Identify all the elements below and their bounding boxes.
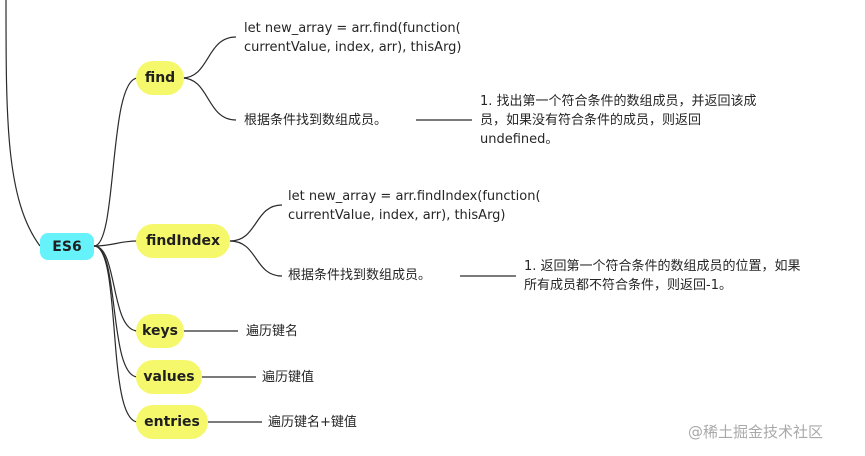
connector-root-find xyxy=(93,77,139,247)
branch-node-entries[interactable]: entries xyxy=(136,405,208,439)
connector-find-desc xyxy=(181,77,237,121)
branch-node-find[interactable]: find xyxy=(136,61,184,95)
findindex-note-line-2: 所有成员都不符合条件，则返回-1。 xyxy=(524,278,732,293)
find-syntax-line-1: let new_array = arr.find(function( xyxy=(244,21,461,36)
branch-entries-label: entries xyxy=(144,414,200,430)
branch-node-values[interactable]: values xyxy=(136,360,202,394)
entries-desc: 遍历键名+键值 xyxy=(268,415,357,430)
find-note-line-3: undefined。 xyxy=(480,132,559,147)
branch-node-keys[interactable]: keys xyxy=(136,314,184,348)
connector-find-syntax xyxy=(181,36,237,79)
find-note-line-2: 员，如果没有符合条件的成员，则返回 xyxy=(480,113,702,128)
branch-findindex-label: findIndex xyxy=(145,233,221,249)
branch-keys-label: keys xyxy=(142,323,178,339)
findindex-note: 1. 返回第一个符合条件的数组成员的位置，如果 所有成员都不符合条件，则返回-1… xyxy=(524,257,801,295)
findindex-syntax-line-1: let new_array = arr.findIndex(function( xyxy=(288,189,541,204)
connector-root-keys xyxy=(93,245,139,332)
root-upper-connector xyxy=(5,0,41,247)
findindex-note-line-1: 1. 返回第一个符合条件的数组成员的位置，如果 xyxy=(524,259,801,274)
connector-root-entries xyxy=(93,245,139,423)
root-node-label: ES6 xyxy=(52,238,82,255)
branch-node-findindex[interactable]: findIndex xyxy=(136,224,230,258)
find-note: 1. 找出第一个符合条件的数组成员，并返回该成 员，如果没有符合条件的成员，则返… xyxy=(480,92,757,149)
findindex-syntax-line-2: currentValue, index, arr), thisArg) xyxy=(288,208,506,223)
connector-root-findindex xyxy=(93,240,139,247)
findindex-syntax: let new_array = arr.findIndex(function( … xyxy=(288,187,541,225)
find-syntax-line-2: currentValue, index, arr), thisArg) xyxy=(244,40,462,55)
findindex-desc: 根据条件找到数组成员。 xyxy=(288,268,432,283)
branch-find-label: find xyxy=(144,70,176,86)
find-desc: 根据条件找到数组成员。 xyxy=(244,113,388,128)
root-node-es6[interactable]: ES6 xyxy=(40,233,94,260)
watermark: @稀土掘金技术社区 xyxy=(688,423,824,441)
connector-findindex-syntax xyxy=(229,204,283,242)
branch-values-label: values xyxy=(143,369,195,385)
values-desc: 遍历键值 xyxy=(262,370,315,385)
find-syntax: let new_array = arr.find(function( curre… xyxy=(244,19,462,57)
keys-desc: 遍历键名 xyxy=(246,324,299,339)
find-note-line-1: 1. 找出第一个符合条件的数组成员，并返回该成 xyxy=(480,94,757,109)
connector-findindex-desc xyxy=(229,240,283,277)
